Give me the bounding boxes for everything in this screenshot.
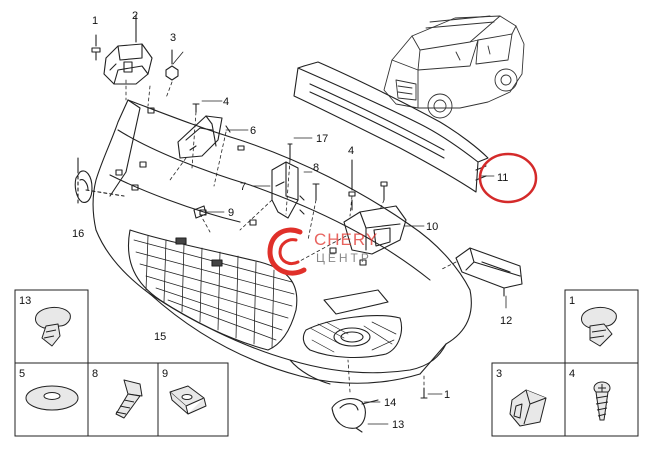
screw-4-drawing — [593, 381, 611, 421]
callout-6: 6 — [250, 125, 256, 137]
leader-lines — [172, 51, 507, 425]
legend-label-5: 5 — [19, 368, 25, 380]
washer-5-drawing — [25, 385, 79, 411]
bumper-beam-11 — [293, 61, 489, 193]
part-2-bracket — [103, 43, 153, 85]
callout-2: 2 — [132, 10, 138, 22]
callout-17: 17 — [316, 133, 328, 145]
legend-label-13: 13 — [19, 295, 31, 307]
clip-nut-9-drawing — [169, 385, 207, 415]
highlight-circle-11 — [478, 152, 538, 204]
watermark-logo: CHERY ЦЕНТР — [267, 227, 378, 276]
legend-label-3: 3 — [496, 368, 502, 380]
callout-11: 11 — [497, 172, 508, 184]
callout-12: 12 — [500, 315, 512, 327]
callout-4-upper: 4 — [223, 96, 229, 108]
legend-box-9 — [157, 362, 229, 437]
grille-badge-left — [175, 237, 187, 245]
clip-9 — [193, 205, 207, 219]
screw-1-lower — [420, 387, 428, 399]
nut-clip-3-drawing — [509, 389, 547, 427]
screw-1-top — [91, 34, 101, 61]
bumper-cover-15 — [92, 99, 472, 385]
callout-1: 1 — [92, 15, 98, 27]
bracket-7 — [271, 143, 299, 219]
nut-3-top — [165, 49, 179, 81]
callout-10: 10 — [426, 221, 438, 233]
callout-7: 7 — [240, 181, 246, 193]
callout-4-middle: 4 — [348, 145, 354, 157]
fog-grille — [309, 321, 397, 353]
bracket-12 — [455, 247, 523, 297]
callout-3: 3 — [170, 32, 176, 44]
callout-16: 16 — [72, 228, 84, 240]
legend-label-9: 9 — [162, 368, 168, 380]
callout-15: 15 — [154, 331, 166, 343]
push-clip-13-drawing — [35, 307, 71, 347]
callout-8: 8 — [313, 162, 319, 174]
watermark-line2: ЦЕНТР — [316, 251, 372, 265]
screw-8-drawing — [115, 379, 143, 419]
callout-13: 13 — [392, 419, 404, 431]
assembly-lines — [125, 79, 457, 393]
bracket-6 — [177, 103, 245, 159]
legend-label-4: 4 — [569, 368, 575, 380]
legend-box-4 — [564, 362, 639, 437]
car-thumbnail — [383, 15, 525, 119]
legend-label-1: 1 — [569, 295, 575, 307]
bracket-10 — [343, 159, 407, 255]
grille-badge-center — [211, 259, 223, 267]
reflector-16 — [74, 157, 125, 206]
callout-14: 14 — [384, 397, 396, 409]
legend-box-8 — [87, 362, 159, 437]
callout-1-lower: 1 — [444, 389, 450, 401]
legend-label-8: 8 — [92, 368, 98, 380]
fog-lamp-14 — [331, 398, 379, 433]
callout-9: 9 — [228, 207, 234, 219]
push-clip-1-drawing — [581, 307, 617, 347]
watermark-line1: CHERY — [314, 230, 378, 249]
screw-8 — [299, 183, 320, 215]
